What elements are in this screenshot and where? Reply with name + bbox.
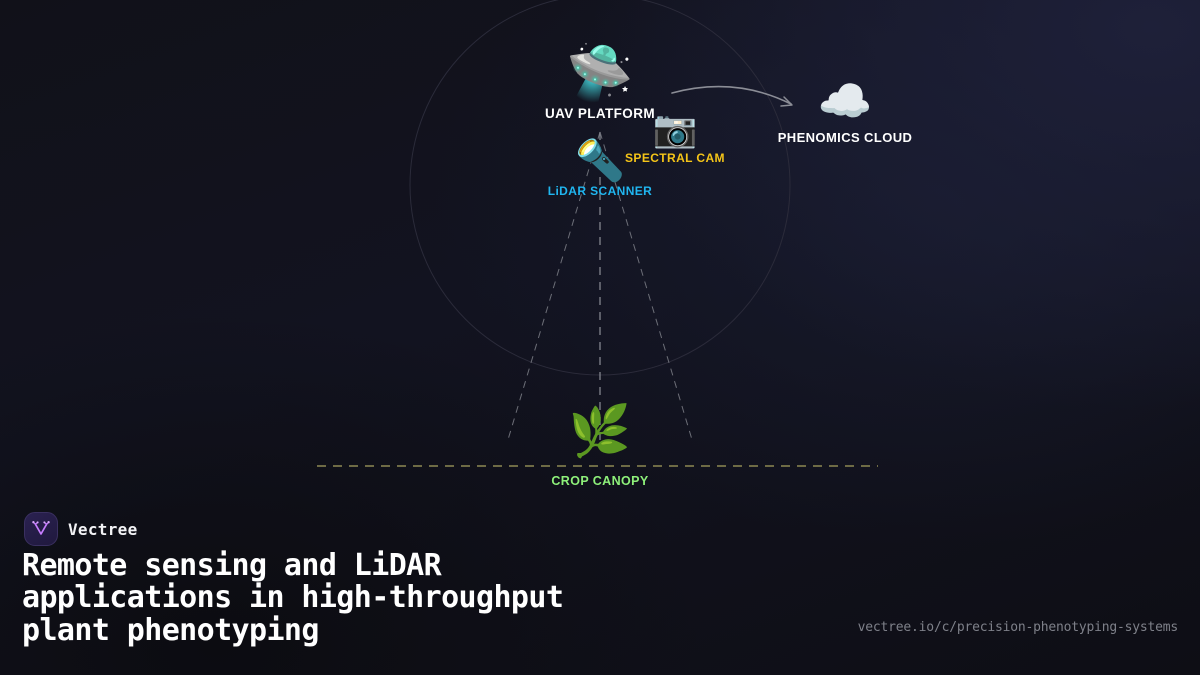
link-uav-to-cloud-arrowhead — [780, 96, 793, 107]
footer-area: Vectree Remote sensing and LiDAR applica… — [0, 500, 1200, 675]
node-spectral-cam[interactable]: 📷 SPECTRAL CAM — [583, 109, 767, 166]
flashlight-icon: 🔦 — [575, 138, 625, 184]
link-scan-left — [506, 131, 601, 444]
node-spectral-cam-label: SPECTRAL CAM — [625, 151, 725, 165]
herb-icon: 🌿 — [568, 402, 632, 460]
vectree-logo-mark — [32, 521, 50, 535]
brand-name: Vectree — [68, 519, 138, 539]
page-title: Remote sensing and LiDAR applications in… — [22, 548, 564, 648]
diagram-vectors — [317, 0, 878, 467]
diagram-area: 🛸 UAV PLATFORM 📷 SPECTRAL CAM 🔦 LiDAR SC… — [317, 0, 955, 488]
node-crop-canopy-label: CROP CANOPY — [551, 474, 649, 488]
node-uav[interactable]: 🛸 UAV PLATFORM — [472, 41, 728, 122]
ufo-icon: 🛸 — [566, 41, 634, 104]
node-phenomics-cloud-label: PHENOMICS CLOUD — [777, 130, 913, 145]
node-phenomics-cloud[interactable]: ☁️ PHENOMICS CLOUD — [735, 76, 955, 146]
cloud-icon: ☁️ — [817, 76, 873, 127]
link-scan-right — [599, 131, 694, 444]
node-lidar-scanner[interactable]: 🔦 LiDAR SCANNER — [508, 141, 692, 198]
camera-icon: 📷 — [652, 109, 698, 150]
brand[interactable]: Vectree — [24, 512, 138, 546]
link-uav-to-cloud — [671, 85, 792, 105]
node-crop-canopy[interactable]: 🌿 CROP CANOPY — [500, 406, 700, 488]
vectree-logo-icon — [24, 512, 58, 546]
node-lidar-scanner-label: LiDAR SCANNER — [547, 184, 653, 198]
source-url: vectree.io/c/precision-phenotyping-syste… — [857, 620, 1179, 635]
node-uav-label: UAV PLATFORM — [544, 106, 656, 121]
